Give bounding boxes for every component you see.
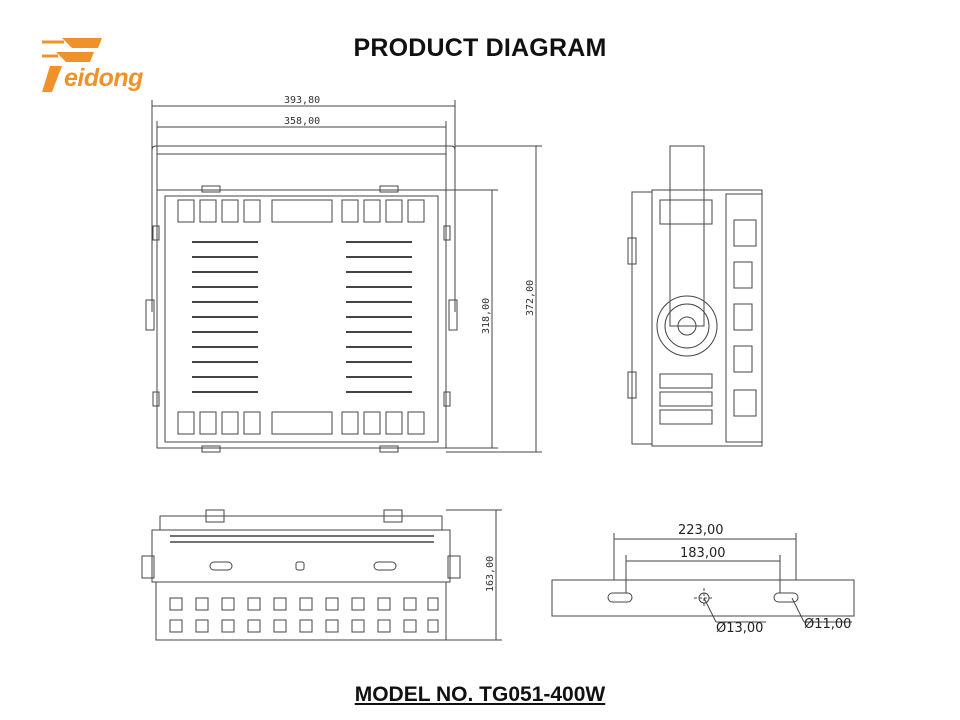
logo-text: eidong: [64, 64, 143, 92]
feidong-f-logo-icon: [42, 38, 102, 92]
dim-width-inner: 358,00: [284, 116, 320, 127]
dim-center-hole: Ø13,00: [716, 621, 763, 636]
front-view: [145, 100, 542, 453]
dim-height-body: 318,00: [481, 298, 492, 334]
page-title: PRODUCT DIAGRAM: [353, 34, 607, 62]
bottom-view: [141, 509, 502, 641]
dim-span-outer: 223,00: [678, 523, 724, 538]
bracket-view: [551, 533, 855, 623]
dim-height-total: 372,00: [525, 280, 536, 316]
side-view: [627, 145, 763, 447]
dim-span-inner: 183,00: [680, 546, 726, 561]
dim-bottom-height: 163,00: [485, 556, 496, 592]
model-number: MODEL NO. TG051-400W: [354, 683, 606, 706]
feidong-logo: eidong: [42, 30, 182, 100]
dim-width-outer: 393,80: [284, 95, 320, 106]
dim-slot-hole: Ø11,00: [804, 617, 851, 632]
